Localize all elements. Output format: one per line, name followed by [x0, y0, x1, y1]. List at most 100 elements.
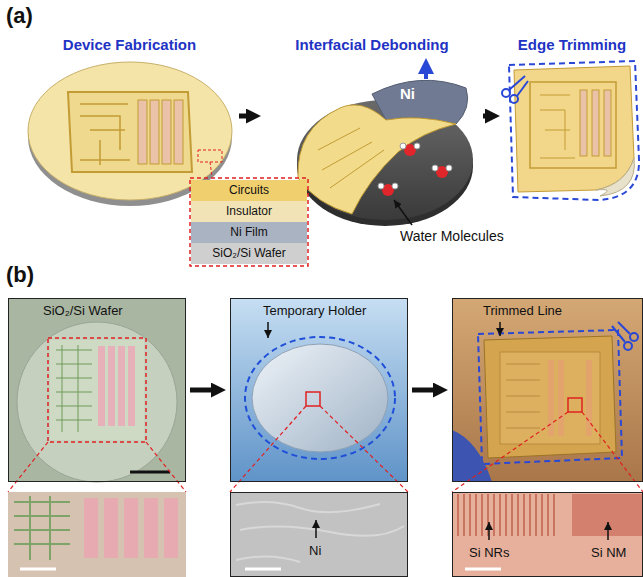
holder-photo: [230, 298, 408, 482]
debonding-illustration-part: [372, 80, 468, 124]
step-panel: Edge Trimming: [504, 34, 640, 199]
nanoribbon-zoom-part: [465, 568, 501, 571]
step-arrow: [239, 114, 253, 119]
photo-panel: SiO₂/Si Wafer: [8, 298, 186, 482]
wafer-photo-part: [118, 346, 125, 426]
wafer-illustration-part: [68, 92, 192, 172]
zoom-leader-part: [8, 442, 186, 492]
trimmed-photo-part: [630, 333, 638, 341]
step-arrow: [412, 388, 440, 393]
panel-letter: (a): [6, 3, 33, 29]
nanoribbon-zoom-part: [458, 494, 554, 536]
wafer-photo-part: [50, 340, 144, 440]
trimmed-photo-part: [484, 336, 616, 458]
trimmed-photo-part: [558, 360, 564, 436]
layer-band: SiO₂/Si Wafer: [191, 243, 307, 264]
trimmed-photo-part: [452, 298, 643, 482]
trimmed-film-illustration-part: [509, 76, 528, 96]
debonding-illustration-part: [394, 200, 412, 225]
circuit-zoom-part: [104, 498, 118, 558]
trimmed-film-illustration-part: [592, 90, 599, 156]
wafer-illustration-part: [80, 104, 130, 165]
wafer-illustration-part: [198, 150, 222, 162]
nanoribbon-zoom-part: [607, 522, 609, 540]
debonding-illustration-part: [424, 66, 428, 79]
step-title: Interfacial Debonding: [269, 36, 475, 54]
layer-name: Circuits: [193, 183, 305, 197]
holder-photo-part: [306, 392, 320, 406]
wafer-photo-part: [17, 322, 177, 482]
wafer-photo-part: [130, 471, 170, 474]
trimmed-photo-part: [612, 322, 630, 342]
debonding-illustration-part: [432, 165, 438, 171]
layer-name: SiO₂/Si Wafer: [193, 246, 305, 260]
trimmed-photo-part: [624, 342, 632, 350]
wafer-illustration-part: [162, 100, 171, 164]
trimmed-photo-part: [612, 322, 638, 350]
circuit-zoom-part: [164, 498, 178, 558]
wafer-photo-part: [128, 346, 135, 426]
circuit-zoom-part: [20, 568, 56, 571]
zoom-label: Si NM: [591, 545, 626, 561]
callout-label: Water Molecules: [400, 228, 504, 245]
trimmed-photo-part: [499, 322, 501, 336]
trimmed-film-illustration-part: [580, 90, 587, 156]
wafer-photo: [8, 298, 186, 482]
wafer-illustration-part: [150, 100, 159, 164]
layer-name: Insulator: [193, 204, 305, 218]
holder-photo-part: [230, 298, 408, 482]
debonding-illustration-part: [392, 183, 398, 189]
wafer-illustration-part: [210, 162, 212, 177]
trimmed-photo-part: [500, 352, 600, 444]
wafer-photo-part: [108, 346, 115, 426]
trimmed-film-illustration-part: [514, 66, 634, 192]
step-title: Device Fabrication: [28, 36, 231, 54]
nanoribbon-zoom-part: [452, 492, 643, 577]
photo-label: SiO₂/Si Wafer: [43, 303, 123, 319]
trimmed-film-illustration-part: [596, 158, 634, 196]
debonding-illustration-part: [378, 183, 384, 189]
nickel-zoom-part: [245, 568, 281, 571]
trimmed-film-illustration-part: [510, 95, 518, 103]
trimmed-film-illustration-part: [502, 89, 510, 97]
inset-frame: [190, 178, 308, 266]
trimmed-film-illustration-part: [530, 82, 616, 168]
photo-label: Trimmed Line: [483, 303, 562, 319]
layer-name: Ni Film: [193, 225, 305, 239]
debonding-illustration-part: [446, 165, 452, 171]
trimmed-film-illustration: [502, 61, 639, 200]
trimmed-photo: [452, 298, 643, 482]
zoom-panel: Ni: [230, 492, 408, 577]
zoom-panel: Si NRsSi NM: [452, 492, 643, 577]
photo-label: Temporary Holder: [263, 303, 366, 319]
nanoribbon-zoom: [452, 492, 643, 577]
zoom-leader: [8, 406, 643, 492]
trimmed-photo-part: [452, 430, 492, 482]
circuit-zoom-part: [8, 492, 186, 577]
holder-photo-part: [245, 337, 395, 459]
holder-photo-part: [252, 344, 388, 452]
layer-band: Circuits: [191, 180, 307, 201]
step-title: Edge Trimming: [508, 36, 636, 54]
circuit-zoom: [8, 492, 186, 577]
wafer-photo-part: [8, 298, 186, 482]
nickel-zoom-part: [230, 492, 408, 577]
nanoribbon-zoom-part: [488, 522, 490, 540]
nickel-zoom: [230, 492, 408, 577]
nickel-zoom-part: [236, 502, 404, 562]
holder-photo-part: [267, 322, 269, 338]
step-arrow: [190, 388, 218, 393]
trimmed-film-illustration-part: [509, 61, 639, 200]
trimmed-photo-part: [478, 330, 622, 464]
photo-panel: Temporary Holder: [230, 298, 408, 482]
step-arrow: [483, 114, 492, 119]
photo-panel: Trimmed Line: [452, 298, 643, 482]
layer-callout: Ni: [400, 85, 415, 103]
trimmed-photo-part: [506, 364, 540, 428]
wafer-illustration-part: [174, 100, 183, 164]
circuit-zoom-part: [144, 498, 158, 558]
debonding-illustration: [297, 66, 473, 226]
nickel-zoom-part: [315, 520, 317, 538]
